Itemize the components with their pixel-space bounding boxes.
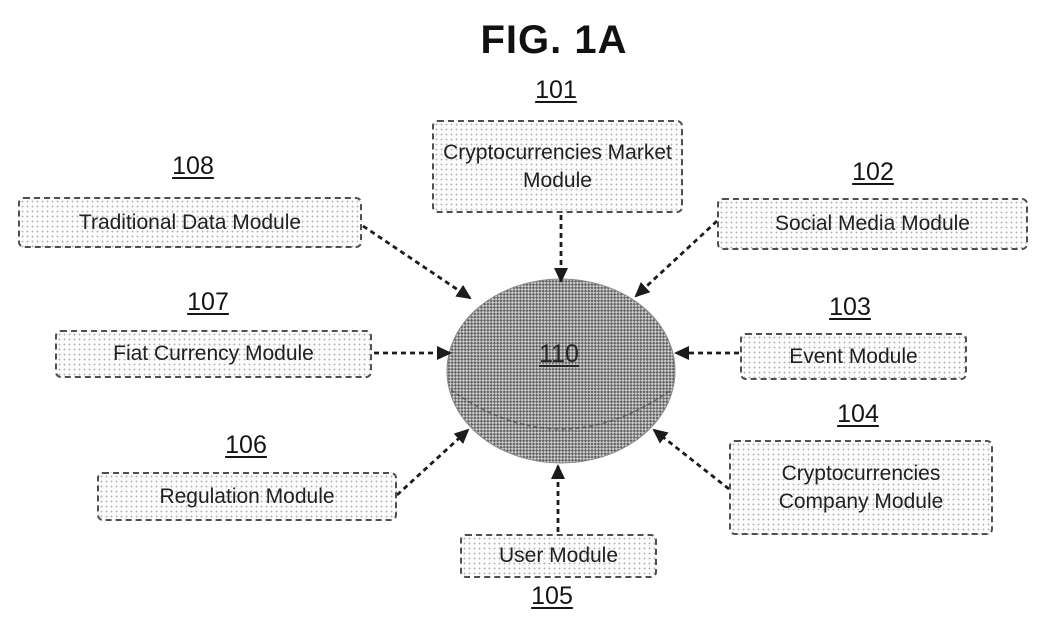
arrow-108-to-110 (362, 224, 472, 300)
module-ref-106: 106 (225, 431, 267, 459)
arrow-106-to-110 (396, 428, 470, 497)
hub-ref-110: 110 (539, 340, 579, 368)
hub-bottom-arc (450, 389, 672, 430)
module-ref-107: 107 (187, 288, 229, 316)
module-ref-105: 105 (531, 582, 573, 610)
module-ref-101: 101 (535, 76, 577, 104)
module-box-fiat-currency: Fiat Currency Module (55, 330, 372, 378)
module-box-regulation: Regulation Module (97, 472, 397, 521)
module-ref-104: 104 (837, 400, 879, 428)
module-ref-103: 103 (829, 293, 871, 321)
arrow-104-to-110 (652, 428, 730, 491)
module-box-traditional-data: Traditional Data Module (18, 197, 362, 248)
arrow-102-to-110 (634, 219, 718, 298)
module-ref-108: 108 (172, 152, 214, 180)
module-box-social-media: Social Media Module (717, 198, 1028, 250)
module-box-cryptocurrencies-company: Cryptocurrencies Company Module (729, 440, 993, 535)
central-hub-circle (446, 278, 676, 464)
figure-title: FIG. 1A (480, 18, 628, 62)
module-box-cryptocurrencies-market: Cryptocurrencies Market Module (432, 120, 683, 213)
module-box-event: Event Module (740, 333, 967, 380)
module-box-user: User Module (460, 534, 657, 578)
module-ref-102: 102 (852, 158, 894, 186)
